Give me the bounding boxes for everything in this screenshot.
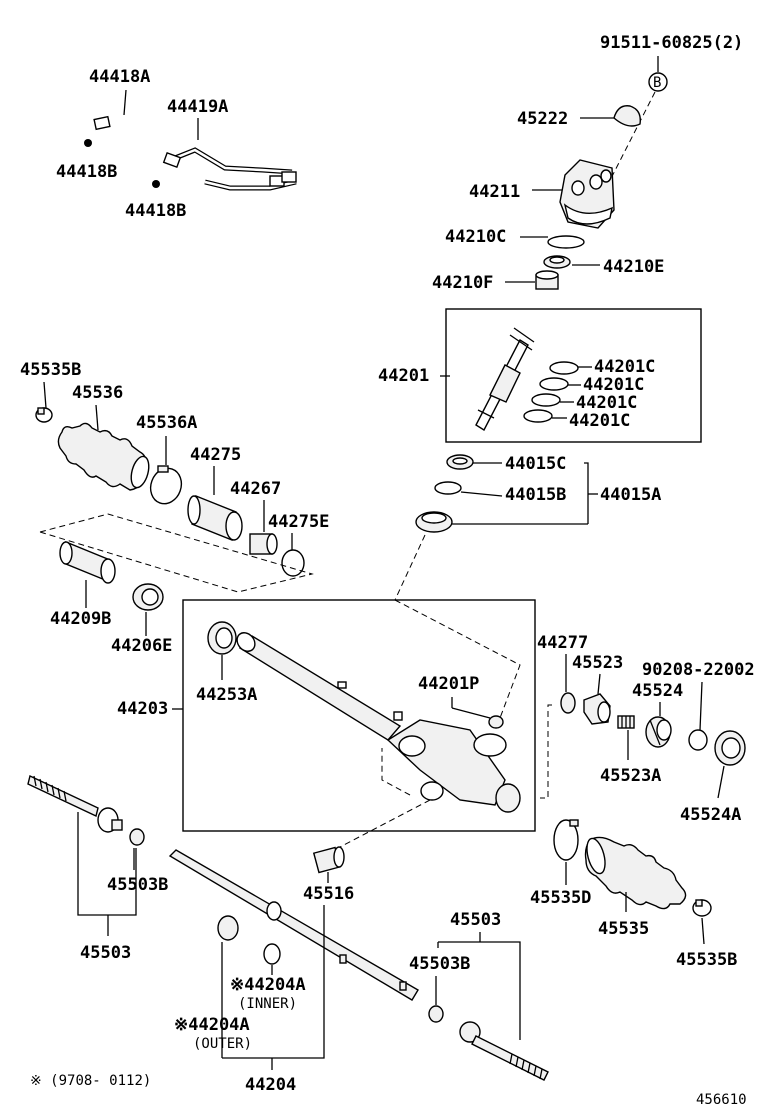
label-44209b: 44209B [50, 609, 111, 629]
boot-45535 [584, 836, 687, 910]
spring-44204a-outer [217, 915, 239, 941]
label-44201c-1: 44201C [594, 357, 655, 377]
label-44275e: 44275E [268, 512, 329, 532]
label-45503-left: 45503 [80, 943, 131, 963]
steering-rack [168, 849, 419, 1001]
ref-circle-b [648, 72, 668, 92]
tie-rod-end-right [459, 1021, 549, 1081]
label-45536: 45536 [72, 383, 123, 403]
label-44201p: 44201P [418, 674, 479, 694]
label-45535b-top: 45535B [20, 360, 81, 380]
label-45535: 45535 [598, 919, 649, 939]
label-45536a: 45536A [136, 413, 197, 433]
nut-45503b-right [428, 1005, 444, 1023]
label-45524a: 45524A [680, 805, 741, 825]
union-44418b-upper [84, 139, 92, 147]
seal-rings-44201c [523, 361, 579, 423]
clamp-45535b-top [35, 407, 53, 423]
label-44201c-3: 44201C [576, 393, 637, 413]
label-44210c: 44210C [445, 227, 506, 247]
oring-44275e [281, 549, 305, 577]
label-44210e: 44210E [603, 257, 664, 277]
label-44204a-outer: ※44204A [174, 1015, 250, 1035]
label-45503-right: 45503 [450, 910, 501, 930]
oil-seal-44015c [446, 454, 474, 470]
label-45503b-right: 45503B [409, 954, 470, 974]
rack-housing-44203 [236, 632, 521, 813]
spring-45523a [617, 715, 635, 729]
rack-housing-box [182, 599, 536, 832]
footnote-date-range: ※ (9708- 0112) [30, 1073, 151, 1089]
label-44204: 44204 [245, 1075, 296, 1095]
clamp-45536a [149, 467, 183, 505]
pressure-tube-drawing [93, 115, 297, 191]
label-44275: 44275 [190, 445, 241, 465]
label-44211: 44211 [469, 182, 520, 202]
bearing-44210f [535, 270, 559, 290]
label-45516: 45516 [303, 884, 354, 904]
union-44418b-lower [152, 180, 160, 188]
label-44210f: 44210F [432, 273, 493, 293]
seal-44206e [132, 583, 164, 611]
label-44206e: 44206E [111, 636, 172, 656]
label-44201: 44201 [378, 366, 429, 386]
label-45523: 45523 [572, 653, 623, 673]
control-valve-44201 [475, 327, 535, 431]
label-90208: 90208-22002 [642, 660, 755, 680]
plug-44201p [488, 715, 504, 729]
label-44203: 44203 [117, 699, 168, 719]
bush-45516 [312, 846, 345, 874]
nut-45503b-left [129, 828, 145, 846]
label-45535b-right: 45535B [676, 950, 737, 970]
label-44419a: 44419A [167, 97, 228, 117]
label-44015c: 44015C [505, 454, 566, 474]
locknut-45524a [714, 730, 746, 766]
plug-44277 [560, 692, 576, 714]
bushing-44267 [249, 533, 278, 555]
oring-44210c [547, 235, 585, 249]
bearing-44015a [415, 511, 453, 533]
label-44204a-inner: ※44204A [230, 975, 306, 995]
dust-cover-45222 [613, 105, 641, 127]
ring-44015b [434, 481, 462, 495]
bushing-44253a [207, 621, 237, 655]
valve-housing-44211 [559, 159, 615, 229]
label-outer: (OUTER) [193, 1036, 252, 1052]
yoke-45523 [583, 693, 611, 725]
holder-44209b [59, 540, 116, 584]
label-91511: 91511-60825(2) [600, 33, 743, 53]
label-circle-b: B [653, 75, 661, 91]
spring-44204a-inner [263, 943, 281, 965]
label-45222: 45222 [517, 109, 568, 129]
label-45524: 45524 [632, 681, 683, 701]
label-44418a: 44418A [89, 67, 150, 87]
label-44418b-2: 44418B [125, 201, 186, 221]
label-44277: 44277 [537, 633, 588, 653]
label-44201c-4: 44201C [569, 411, 630, 431]
label-44267: 44267 [230, 479, 281, 499]
label-44253a: 44253A [196, 685, 257, 705]
tie-rod-end-left [27, 775, 123, 833]
label-inner: (INNER) [238, 996, 297, 1012]
label-44015a: 44015A [600, 485, 661, 505]
label-45523a: 45523A [600, 766, 661, 786]
nut-90208 [688, 729, 708, 751]
label-44418b-1: 44418B [56, 162, 117, 182]
clamp-45535d [553, 819, 579, 861]
seal-44210e [543, 255, 571, 269]
bush-44275 [187, 495, 243, 541]
label-45503b-left: 45503B [107, 875, 168, 895]
diagram-number: 456610 [696, 1092, 747, 1108]
spring-cap-45524 [645, 716, 672, 748]
label-44015b: 44015B [505, 485, 566, 505]
label-45535d: 45535D [530, 888, 591, 908]
clamp-45535b-right [692, 899, 712, 917]
label-44201c-2: 44201C [583, 375, 644, 395]
